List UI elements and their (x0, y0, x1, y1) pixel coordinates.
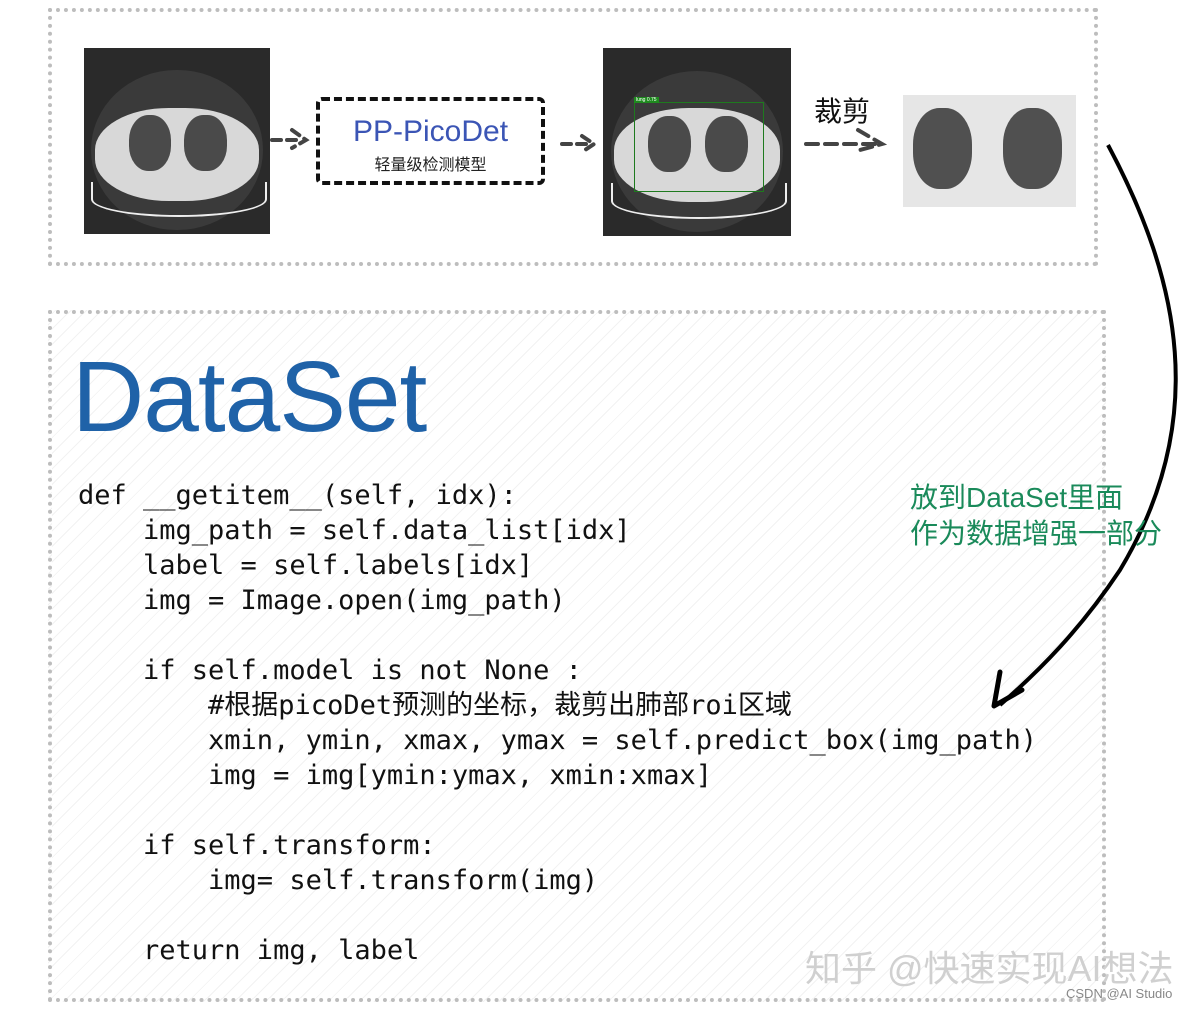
detection-label: lung 0.75 (634, 97, 659, 103)
watermark: 知乎 @快速实现AI想法 (805, 948, 1174, 989)
model-box: PP-PicoDet 轻量级检测模型 (316, 97, 545, 185)
dataset-panel (48, 310, 1106, 1002)
detection-box: lung 0.75 (634, 97, 764, 192)
credit: CSDN @AI Studio (1066, 986, 1173, 1001)
ct-input-image (84, 48, 270, 234)
note-line-1: 放到DataSet里面 (910, 482, 1124, 513)
code-block: def __getitem__(self, idx): img_path = s… (78, 480, 1038, 966)
crop-label: 裁剪 (814, 96, 871, 127)
cropped-image (903, 95, 1076, 207)
dataset-title: DataSet (72, 341, 427, 453)
note-line-2: 作为数据增强一部分 (910, 518, 1163, 549)
arrow-to-crop (804, 128, 888, 152)
model-subtitle: 轻量级检测模型 (374, 157, 487, 174)
ct-detected-image (603, 48, 791, 236)
model-name: PP-PicoDet (352, 115, 509, 148)
arrow-to-detection (560, 134, 598, 154)
curved-arrow-head (991, 669, 1025, 709)
curved-arrow (998, 144, 1178, 707)
arrow-to-model (270, 128, 310, 150)
annotation-note: 放到DataSet里面 作为数据增强一部分 (910, 480, 1162, 552)
pipeline-panel (48, 8, 1098, 266)
